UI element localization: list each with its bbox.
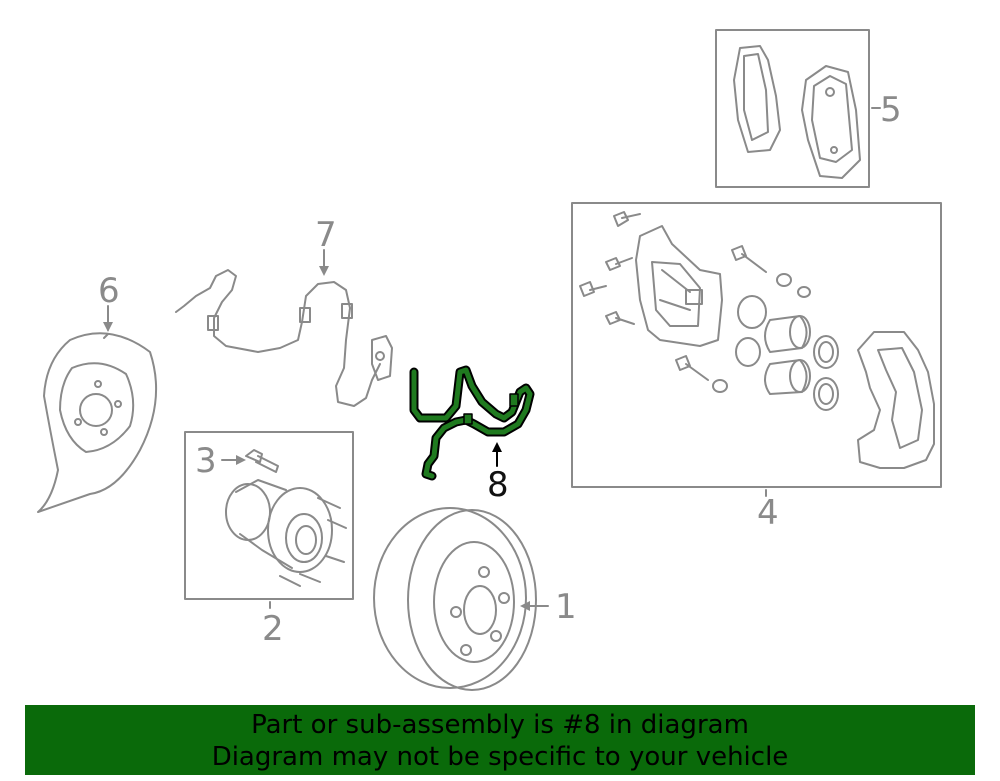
brake-pads-part[interactable]	[715, 29, 881, 188]
callout-1: 1	[555, 587, 577, 627]
brake-hose-part-highlighted[interactable]	[409, 365, 535, 481]
caliper-box	[571, 202, 942, 488]
callout-7: 7	[315, 215, 337, 255]
callout-5: 5	[880, 90, 902, 130]
pads-box	[715, 29, 870, 188]
abs-sensor-part[interactable]	[175, 249, 393, 407]
banner-line-2: Diagram may not be specific to your vehi…	[211, 742, 789, 772]
hub-bearing-part[interactable]	[184, 431, 354, 609]
callout-8: 8	[487, 465, 509, 505]
callout-3: 3	[195, 441, 217, 481]
callout-6: 6	[98, 271, 120, 311]
caliper-assembly-part[interactable]	[571, 202, 942, 497]
banner-line-1: Part or sub-assembly is #8 in diagram	[251, 710, 749, 740]
callout-4: 4	[757, 493, 779, 533]
callout-2: 2	[262, 609, 284, 649]
hub-box	[184, 431, 354, 600]
brake-rotor-part[interactable]	[373, 507, 549, 691]
wheel-stud-part[interactable]	[221, 449, 279, 473]
parts-diagram: 1 2 3 4 5 6 7 8	[37, 29, 942, 691]
part-notice-banner: Part or sub-assembly is #8 in diagram Di…	[25, 705, 975, 775]
dust-shield-part[interactable]	[37, 305, 158, 513]
